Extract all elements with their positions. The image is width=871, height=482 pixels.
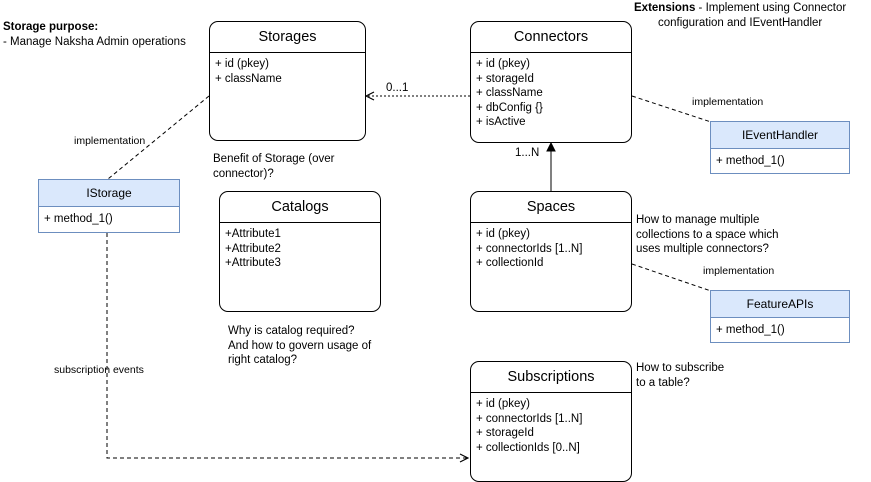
- attr: +Attribute3: [225, 257, 281, 269]
- interface-istorage-title: IStorage: [39, 180, 179, 207]
- storage-purpose-line: - Manage Naksha Admin operations: [3, 35, 186, 48]
- extensions-bold: Extensions: [634, 2, 696, 14]
- label-subscription-events: subscription events: [54, 364, 144, 376]
- extensions-note: Extensions - Implement using Connector c…: [634, 1, 846, 30]
- entity-subscriptions-title: Subscriptions: [471, 362, 631, 393]
- note-line: collections to a space which: [636, 228, 779, 241]
- entity-catalogs-attrs: +Attribute1 +Attribute2 +Attribute3: [220, 223, 380, 275]
- entity-connectors-attrs: + id (pkey) + storageId + className + db…: [471, 53, 631, 134]
- attr: + className: [476, 87, 543, 99]
- attr: + collectionId: [476, 257, 544, 269]
- storage-purpose-heading: Storage purpose:: [3, 21, 99, 33]
- note-line: And how to govern usage of: [228, 339, 372, 352]
- attr: + connectorIds [1..N]: [476, 242, 583, 255]
- label-impl-istorage: implementation: [74, 135, 146, 147]
- extensions-rest-1: - Implement using Connector: [695, 2, 847, 14]
- attr: + id (pkey): [476, 58, 531, 70]
- entity-subscriptions-attrs: + id (pkey) + connectorIds [1..N] + stor…: [471, 393, 631, 459]
- entity-storages-attrs: + id (pkey) + className: [210, 53, 365, 90]
- extensions-rest-2: configuration and IEventHandler: [657, 16, 823, 29]
- edge-spaces-featureapis: [631, 263, 712, 292]
- note-line: connector)?: [213, 167, 274, 180]
- entity-subscriptions[interactable]: Subscriptions + id (pkey) + connectorIds…: [470, 361, 632, 482]
- label-impl-featureapis: implementation: [703, 265, 775, 277]
- interface-featureapis[interactable]: FeatureAPIs + method_1(): [710, 290, 850, 343]
- entity-spaces[interactable]: Spaces + id (pkey) + connectorIds [1..N]…: [470, 191, 632, 312]
- interface-ieventhandler[interactable]: IEventHandler + method_1(): [710, 121, 850, 174]
- interface-ieventhandler-method: + method_1(): [716, 155, 785, 167]
- label-storage-connector-multiplicity: 0...1: [386, 82, 409, 94]
- entity-catalogs[interactable]: Catalogs +Attribute1 +Attribute2 +Attrib…: [219, 191, 381, 312]
- storage-benefit-note: Benefit of Storage (over connector)?: [213, 152, 334, 181]
- entity-connectors[interactable]: Connectors + id (pkey) + storageId + cla…: [470, 21, 632, 143]
- attr: + isActive: [476, 116, 526, 128]
- entity-connectors-title: Connectors: [471, 22, 631, 53]
- attr: + className: [215, 72, 282, 85]
- attr: + storageId: [476, 72, 534, 85]
- attr: + id (pkey): [476, 398, 531, 410]
- attr: + storageId: [476, 427, 534, 439]
- entity-storages[interactable]: Storages + id (pkey) + className: [209, 21, 366, 141]
- interface-istorage[interactable]: IStorage + method_1(): [38, 179, 180, 233]
- edge-storages-istorage: [107, 95, 210, 180]
- note-line: to a table?: [636, 376, 690, 389]
- storage-purpose-note: Storage purpose: - Manage Naksha Admin o…: [3, 20, 186, 49]
- note-line: How to manage multiple: [636, 214, 760, 226]
- label-impl-ieventhandler: implementation: [692, 96, 764, 108]
- attr: + connectorIds [1..N]: [476, 412, 583, 425]
- label-spaces-connector-multiplicity: 1...N: [515, 147, 540, 159]
- note-line: Benefit of Storage (over: [213, 153, 335, 165]
- entity-spaces-attrs: + id (pkey) + connectorIds [1..N] + coll…: [471, 223, 631, 275]
- note-line: uses multiple connectors?: [636, 243, 769, 255]
- attr: +Attribute2: [225, 242, 281, 255]
- interface-featureapis-title: FeatureAPIs: [711, 291, 849, 318]
- attr: + collectionIds [0..N]: [476, 441, 580, 454]
- entity-spaces-title: Spaces: [471, 192, 631, 223]
- attr: +Attribute1: [225, 228, 281, 240]
- spaces-question-note: How to manage multiple collections to a …: [636, 213, 779, 257]
- interface-featureapis-method: + method_1(): [716, 324, 785, 336]
- note-line: right catalog?: [228, 354, 298, 366]
- interface-istorage-method: + method_1(): [44, 213, 113, 225]
- catalog-question-note: Why is catalog required? And how to gove…: [228, 324, 371, 368]
- attr: + id (pkey): [476, 228, 531, 240]
- entity-catalogs-title: Catalogs: [220, 192, 380, 223]
- attr: + id (pkey): [215, 58, 270, 70]
- entity-storages-title: Storages: [210, 22, 365, 53]
- attr: + dbConfig {}: [476, 101, 543, 114]
- subscribe-question-note: How to subscribe to a table?: [636, 361, 724, 390]
- edge-istorage-subscriptions: [106, 233, 468, 458]
- note-line: Why is catalog required?: [228, 325, 355, 337]
- interface-ieventhandler-title: IEventHandler: [711, 122, 849, 149]
- note-line: How to subscribe: [636, 362, 725, 374]
